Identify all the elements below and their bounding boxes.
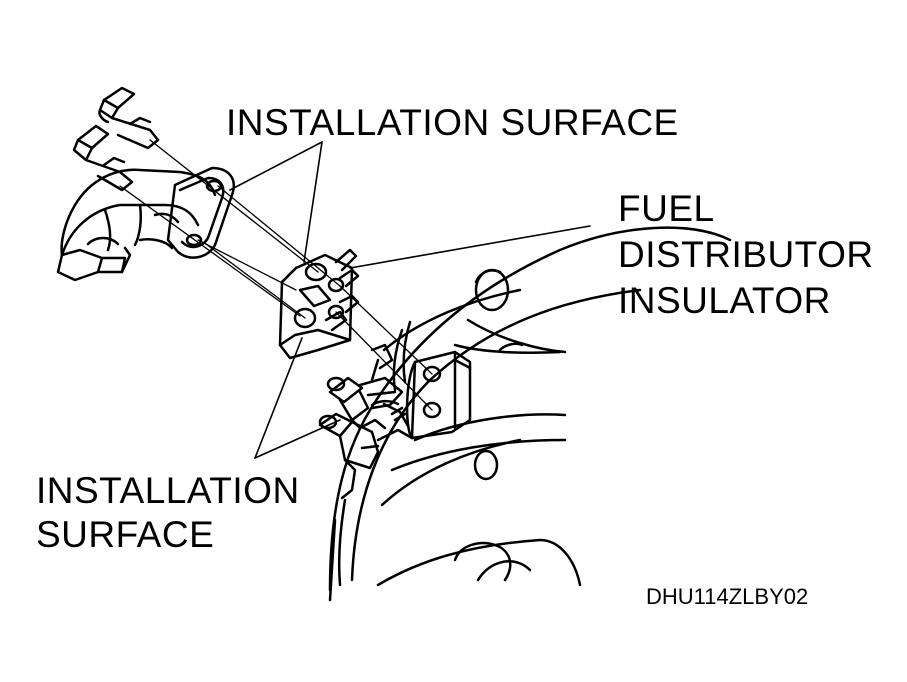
fuel-distributor-insulator-label-line1: FUEL (618, 188, 715, 229)
fuel-distributor-pipe (58, 88, 234, 280)
fuel-distributor-insulator-label-line2: DISTRIBUTOR (618, 234, 874, 275)
installation-surface-top-label: INSTALLATION SURFACE (226, 102, 679, 143)
leader-lines (230, 142, 590, 458)
installation-surface-bottom-label-line2: SURFACE (36, 514, 215, 555)
alignment-lines (120, 140, 432, 410)
fuel-distributor-insulator-label-line3: INSULATOR (618, 280, 831, 321)
bolt-head-top (104, 88, 134, 108)
injector-cluster (320, 345, 412, 498)
fuel-distributor-insulator (280, 250, 358, 358)
bolt-head-bottom (78, 126, 108, 148)
figure-code: DHU114ZLBY02 (646, 584, 809, 609)
installation-surface-bottom-label-line1: INSTALLATION (36, 470, 300, 511)
